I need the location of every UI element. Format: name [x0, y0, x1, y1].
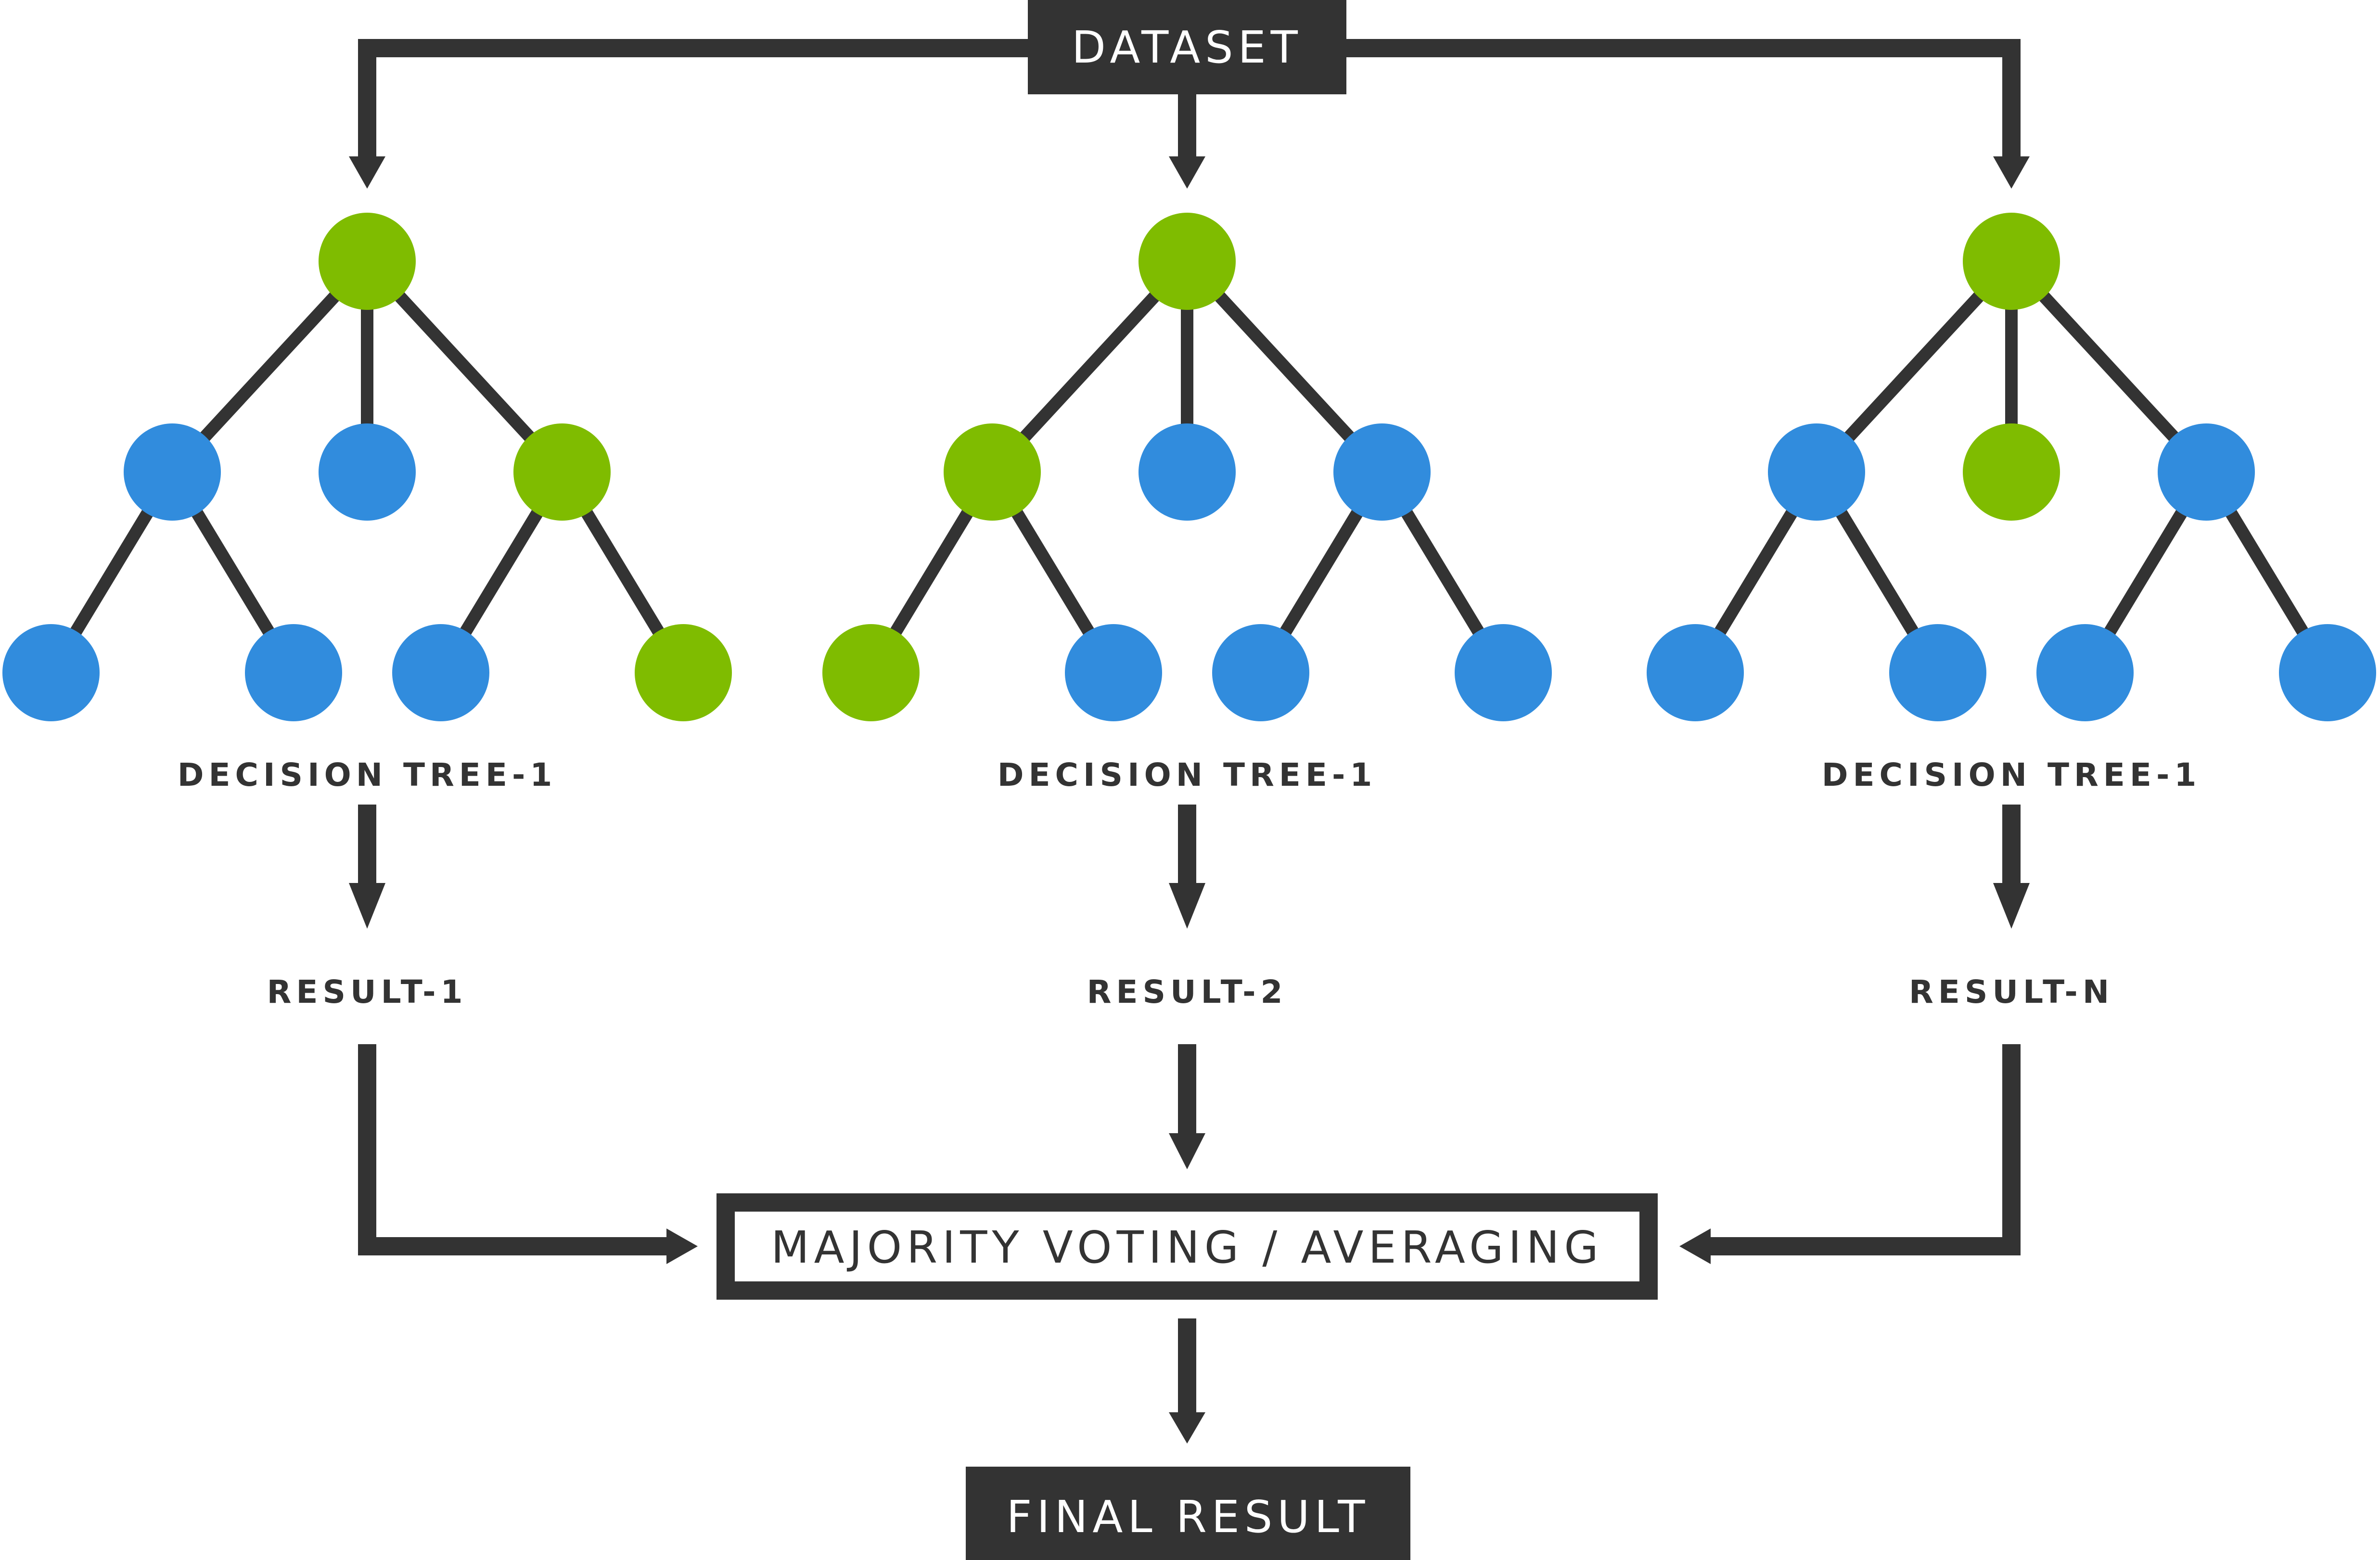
- arrowhead-aggregator-left: [666, 1228, 698, 1264]
- tree-label: DECISION TREE-1: [1822, 756, 2201, 793]
- tree-1-column: DECISION TREE-1 RESULT-1: [178, 756, 557, 1010]
- tree-leaf-node-blue: [245, 624, 342, 721]
- tree-branch-node-green: [1963, 423, 2060, 521]
- result-label: RESULT-1: [267, 973, 468, 1010]
- arrowhead-final: [1169, 1412, 1205, 1444]
- aggregator-box-frame: [717, 1193, 1658, 1300]
- connector-dataset-tree-1: [358, 39, 1028, 159]
- result-label: RESULT-N: [1909, 973, 2114, 1010]
- arrowhead-aggregator-right: [1679, 1228, 1711, 1264]
- tree-leaf-node-blue: [2279, 624, 2376, 721]
- tree-branch-node-blue: [1768, 423, 1865, 521]
- tree-branch-node-blue: [2158, 423, 2255, 521]
- tree-leaf-node-blue: [2, 624, 100, 721]
- arrowhead-tree-2: [1169, 156, 1205, 189]
- tree-leaf-node-blue: [1455, 624, 1552, 721]
- aggregator-label: MAJORITY VOTING / AVERAGING: [771, 1222, 1603, 1273]
- tree-leaf-node-blue: [392, 624, 489, 721]
- final-result-label: FINAL RESULT: [1007, 1491, 1370, 1543]
- tree-leaf-node-green: [822, 624, 920, 721]
- tree-leaf-node-blue: [1065, 624, 1162, 721]
- tree-leaf-node-blue: [1647, 624, 1744, 721]
- tree-branch-node-blue: [1139, 423, 1236, 521]
- tree-n-column: DECISION TREE-1 RESULT-N: [1822, 756, 2201, 1010]
- trees: [2, 213, 2376, 721]
- arrowhead-aggregator-top: [1169, 1133, 1205, 1169]
- tree-root-node-green: [1963, 213, 2060, 310]
- tree-leaf-node-green: [635, 624, 732, 721]
- tree-branch-node-green: [944, 423, 1041, 521]
- aggregator-box: MAJORITY VOTING / AVERAGING: [717, 1193, 1658, 1300]
- arrowhead-result-n: [1993, 883, 2030, 929]
- dataset-box-bg: [1028, 0, 1346, 94]
- tree-branch-node-blue: [1333, 423, 1431, 521]
- final-result-box-bg: [966, 1467, 1410, 1560]
- connector-result-1-aggregator: [358, 1044, 674, 1255]
- tree-label: DECISION TREE-1: [998, 756, 1377, 793]
- dataset-box: DATASET: [1028, 0, 1346, 94]
- tree-branch-node-green: [513, 423, 611, 521]
- dataset-label: DATASET: [1072, 22, 1303, 73]
- result-connectors: [358, 1044, 2021, 1264]
- connector-result-n-aggregator: [1703, 1044, 2021, 1255]
- dataset-connectors: [349, 39, 2030, 189]
- tree-root-node-green: [319, 213, 416, 310]
- tree-branch-node-blue: [319, 423, 416, 521]
- tree-2-column: DECISION TREE-1 RESULT-2: [998, 756, 1377, 1010]
- tree-label: DECISION TREE-1: [178, 756, 557, 793]
- tree-leaf-node-blue: [1889, 624, 1986, 721]
- tree-nodes: [2, 213, 2376, 721]
- tree-leaf-node-blue: [2036, 624, 2134, 721]
- arrowhead-result-1: [349, 883, 385, 929]
- tree-root-node-green: [1139, 213, 1236, 310]
- tree-leaf-node-blue: [1212, 624, 1309, 721]
- tree-branch-node-blue: [124, 423, 221, 521]
- final-result-box: FINAL RESULT: [966, 1467, 1410, 1560]
- result-label: RESULT-2: [1087, 973, 1288, 1010]
- arrowhead-result-2: [1169, 883, 1205, 929]
- arrowhead-tree-n: [1993, 156, 2030, 189]
- connector-dataset-tree-n: [1346, 39, 2021, 159]
- arrowhead-tree-1: [349, 156, 385, 189]
